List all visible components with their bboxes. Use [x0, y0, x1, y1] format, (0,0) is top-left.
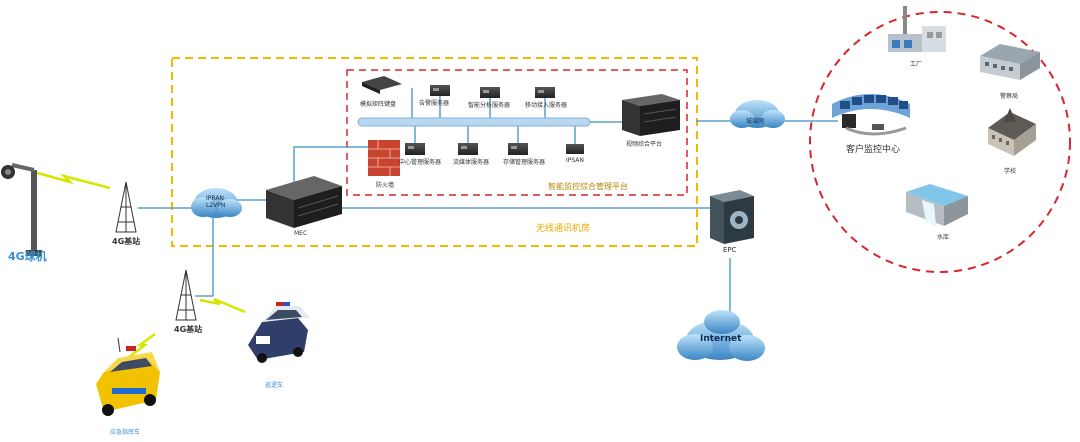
center-mgmt-server-label: 中心管理服务器 — [399, 159, 442, 166]
lightning-icon — [199, 297, 246, 314]
platform-frame — [346, 69, 688, 196]
factory-label: 工厂 — [910, 61, 923, 68]
reservoir-icon — [906, 184, 968, 226]
server-icon — [405, 143, 425, 155]
emergency-vehicle-icon — [96, 337, 160, 416]
wireless-links — [33, 170, 246, 361]
video-platform-icon — [622, 94, 680, 136]
keyboard-icon — [362, 76, 402, 94]
base-station-left-label: 4G基站 — [112, 237, 141, 246]
monitoring-center-icon — [832, 94, 910, 136]
epc-icon — [710, 190, 754, 244]
ipran-label: IPRAN L2VPN — [206, 195, 226, 209]
client-circle — [809, 11, 1071, 273]
server-icon — [508, 143, 528, 155]
mec-server-icon — [266, 176, 342, 228]
client-center-label: 客户监控中心 — [846, 145, 901, 155]
internet-cloud — [677, 310, 765, 361]
server-icon — [430, 85, 450, 96]
tower-icon — [115, 181, 137, 233]
lightning-icon — [33, 170, 111, 190]
metro-label: 城域网 — [746, 118, 765, 125]
storage-mgmt-server-label: 存储管理服务器 — [503, 159, 546, 166]
wireless-room-frame — [171, 57, 698, 247]
ipsan-icon — [566, 144, 584, 154]
wireless-room-title: 无线通讯机房 — [536, 224, 591, 234]
reservoir-label: 水库 — [937, 234, 950, 241]
server-icon — [535, 87, 555, 98]
mec-label: MEC — [294, 230, 308, 237]
police-station-icon — [980, 44, 1040, 80]
ipsan-label: IPSAN — [566, 157, 584, 164]
analysis-server-label: 智能分析服务器 — [468, 102, 511, 109]
platform-title: 智能监控综合管理平台 — [548, 182, 628, 191]
mobile-access-server-label: 移动接入服务器 — [525, 102, 568, 109]
alarm-server-label: 告警服务器 — [419, 100, 450, 107]
metro-cloud — [730, 100, 785, 128]
links — [138, 88, 838, 322]
tower-icon — [175, 269, 197, 321]
video-platform-label: 视频综合平台 — [626, 141, 663, 148]
emergency-vehicle-label: 应急指挥车 — [110, 429, 141, 436]
school-icon — [988, 108, 1036, 156]
server-icon — [480, 87, 500, 98]
ipran-cloud — [191, 188, 242, 218]
platform-bus — [357, 117, 591, 127]
patrol-car-icon — [248, 302, 310, 363]
camera-label: 4G球机 — [8, 250, 47, 263]
base-station-bottom-label: 4G基站 — [174, 325, 203, 334]
factory-icon — [888, 6, 946, 52]
epc-label: EPC — [723, 246, 737, 254]
firewall-label: 防火墙 — [376, 182, 395, 189]
school-label: 学校 — [1004, 168, 1017, 175]
firewall-icon — [368, 140, 400, 176]
police-label: 警察局 — [1000, 93, 1019, 100]
server-icon — [458, 143, 478, 155]
keyboard-label: 模拟矩阵键盘 — [360, 101, 397, 108]
lightning-icon — [124, 332, 156, 361]
ptz-camera-icon — [1, 163, 42, 256]
patrol-car-label: 巡逻车 — [265, 382, 284, 389]
media-server-label: 流媒体服务器 — [453, 159, 490, 166]
internet-label: Internet — [700, 334, 742, 344]
